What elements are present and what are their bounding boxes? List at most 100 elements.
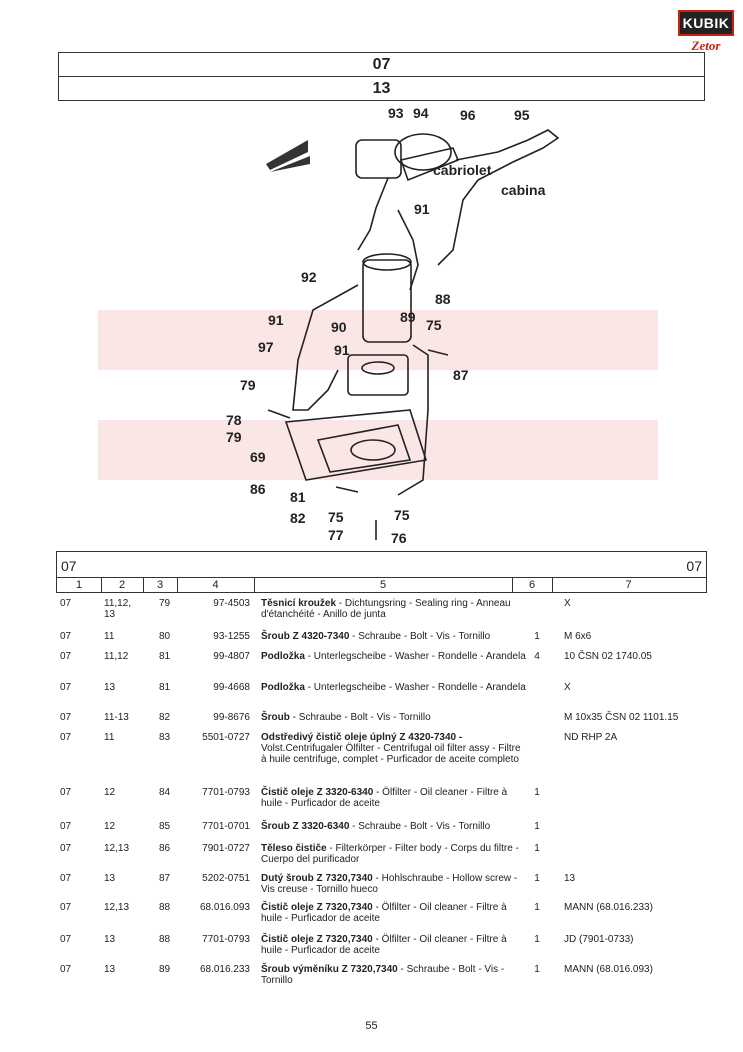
cell-c1: 07 bbox=[60, 843, 72, 854]
hose-cabriolet bbox=[357, 177, 389, 251]
cell-c6: 1 bbox=[534, 964, 540, 975]
hose-92 bbox=[292, 284, 359, 411]
cell-c3: 87 bbox=[159, 873, 171, 884]
part-translations: - Filterkörper - Filter body - Corps du … bbox=[261, 843, 519, 865]
part-translations: - Dichtungsring - Sealing ring - Anneau … bbox=[261, 598, 511, 620]
label-75-top: 75 bbox=[426, 317, 442, 333]
cell-c4: 99-4807 bbox=[213, 651, 250, 662]
part-name: Odstředivý čistič oleje úplný Z 4320-734… bbox=[261, 732, 463, 743]
part-name: Šroub bbox=[261, 712, 290, 723]
cell-c4: 7901-0727 bbox=[202, 843, 250, 854]
watermark bbox=[98, 310, 658, 480]
cell-c6: 1 bbox=[534, 631, 540, 642]
cell-c6: 4 bbox=[534, 651, 540, 662]
cell-c1: 07 bbox=[60, 651, 72, 662]
cell-c2: 11,12, 13 bbox=[104, 598, 132, 620]
cell-c1: 07 bbox=[60, 902, 72, 913]
part-translations: - Ölfilter - Oil cleaner - Filtre à huil… bbox=[261, 934, 507, 956]
group-header: 13 bbox=[58, 76, 705, 101]
part-name: Čistič oleje Z 3320-6340 bbox=[261, 787, 374, 798]
column-7: 7 bbox=[625, 579, 632, 591]
cell-c2: 13 bbox=[104, 964, 116, 975]
exploded-parts-diagram: 93 94 96 95 91 92 88 91 90 89 75 97 91 8… bbox=[98, 105, 658, 546]
part-translations: - Hohlschraube - Hollow screw - Vis creu… bbox=[261, 873, 518, 895]
label-97: 97 bbox=[258, 339, 274, 355]
cell-c1: 07 bbox=[60, 712, 72, 723]
part-name: Podložka bbox=[261, 651, 305, 662]
cell-description: Těsnicí kroužek - Dichtungsring - Sealin… bbox=[261, 598, 526, 620]
part-name: Čistič oleje Z 7320,7340 bbox=[261, 934, 373, 945]
flange-69 bbox=[284, 409, 428, 481]
cell-description: Těleso čističe - Filterkörper - Filter b… bbox=[261, 843, 526, 865]
part-name: Těleso čističe bbox=[261, 843, 327, 854]
label-89: 89 bbox=[400, 309, 416, 325]
cell-c3: 84 bbox=[159, 787, 171, 798]
label-94: 94 bbox=[413, 105, 429, 121]
cell-description: Šroub výměníku Z 7320,7340 - Schraube - … bbox=[261, 964, 526, 986]
cell-c7: X bbox=[564, 682, 571, 693]
cell-c1: 07 bbox=[60, 682, 72, 693]
cell-c7: 10 ČSN 02 1740.05 bbox=[564, 651, 652, 662]
column-3: 3 bbox=[143, 578, 178, 592]
part-name: Šroub Z 4320-7340 bbox=[261, 631, 350, 642]
label-cabina: cabina bbox=[501, 182, 546, 198]
cell-c6: 1 bbox=[534, 843, 540, 854]
cell-c3: 88 bbox=[159, 902, 171, 913]
table-section-right: 07 bbox=[686, 558, 702, 574]
column-5: 5 bbox=[254, 578, 513, 592]
cell-c7: MANN (68.016.233) bbox=[564, 902, 653, 913]
label-82: 82 bbox=[290, 510, 306, 526]
cell-c7: M 6x6 bbox=[564, 631, 592, 642]
cell-c7: MANN (68.016.093) bbox=[564, 964, 653, 975]
cell-c4: 68.016.093 bbox=[199, 902, 250, 913]
cell-c4: 7701-0793 bbox=[202, 934, 250, 945]
part-name: Podložka bbox=[261, 682, 305, 693]
top-adapter bbox=[355, 139, 402, 179]
label-90: 90 bbox=[331, 319, 347, 335]
cell-c7: X bbox=[564, 598, 571, 609]
cell-c1: 07 bbox=[60, 787, 72, 798]
label-93: 93 bbox=[388, 105, 404, 121]
hose-91 bbox=[397, 209, 419, 291]
cell-c6: 1 bbox=[534, 902, 540, 913]
part-name: Šroub Z 3320-6340 bbox=[261, 821, 350, 832]
label-95: 95 bbox=[514, 107, 530, 123]
direction-arrow-icon bbox=[266, 140, 310, 172]
cell-c1: 07 bbox=[60, 732, 72, 743]
page-number: 55 bbox=[365, 1020, 378, 1032]
label-91-top: 91 bbox=[414, 201, 430, 217]
part-translations: - Schraube - Bolt - Vis - Tornillo bbox=[261, 964, 505, 986]
label-96: 96 bbox=[460, 107, 476, 123]
filter-88 bbox=[362, 259, 412, 343]
cell-c3: 82 bbox=[159, 712, 171, 723]
hose-cabina bbox=[437, 129, 560, 266]
cell-c4: 7701-0793 bbox=[202, 787, 250, 798]
cell-c2: 13 bbox=[104, 682, 116, 693]
cell-description: Dutý šroub Z 7320,7340 - Hohlschraube - … bbox=[261, 873, 526, 895]
label-77: 77 bbox=[328, 527, 344, 543]
part-name: Těsnicí kroužek bbox=[261, 598, 337, 609]
column-2: 2 bbox=[101, 578, 144, 592]
cell-c1: 07 bbox=[60, 873, 72, 884]
cell-c2: 12,13 bbox=[104, 902, 130, 913]
cell-description: Podložka - Unterlegscheibe - Washer - Ro… bbox=[261, 651, 526, 662]
part-translations: - Schraube - Bolt - Vis - Tornillo bbox=[349, 821, 491, 832]
cell-c3: 88 bbox=[159, 934, 171, 945]
cell-description: Čistič oleje Z 3320-6340 - Ölfilter - Oi… bbox=[261, 787, 526, 809]
cell-c3: 81 bbox=[159, 682, 171, 693]
cell-c4: 99-8676 bbox=[213, 712, 250, 723]
label-75-bottom-right: 75 bbox=[394, 507, 410, 523]
part-translations: - Ölfilter - Oil cleaner - Filtre à huil… bbox=[261, 902, 507, 924]
label-88: 88 bbox=[435, 291, 451, 307]
kubik-zetor-logo: KUBIK Zetor bbox=[678, 10, 734, 60]
cell-c6: 1 bbox=[534, 934, 540, 945]
label-76: 76 bbox=[391, 530, 407, 546]
cell-c3: 80 bbox=[159, 631, 171, 642]
cell-c4: 93-1255 bbox=[213, 631, 250, 642]
cell-c2: 12,13 bbox=[104, 843, 130, 854]
label-86: 86 bbox=[250, 481, 266, 497]
part-name: Čistič oleje Z 7320,7340 bbox=[261, 902, 373, 913]
part-name: Dutý šroub Z 7320,7340 bbox=[261, 873, 373, 884]
cell-c7: 13 bbox=[564, 873, 576, 884]
part-translations: - Ölfilter - Oil cleaner - Filtre à huil… bbox=[261, 787, 508, 809]
